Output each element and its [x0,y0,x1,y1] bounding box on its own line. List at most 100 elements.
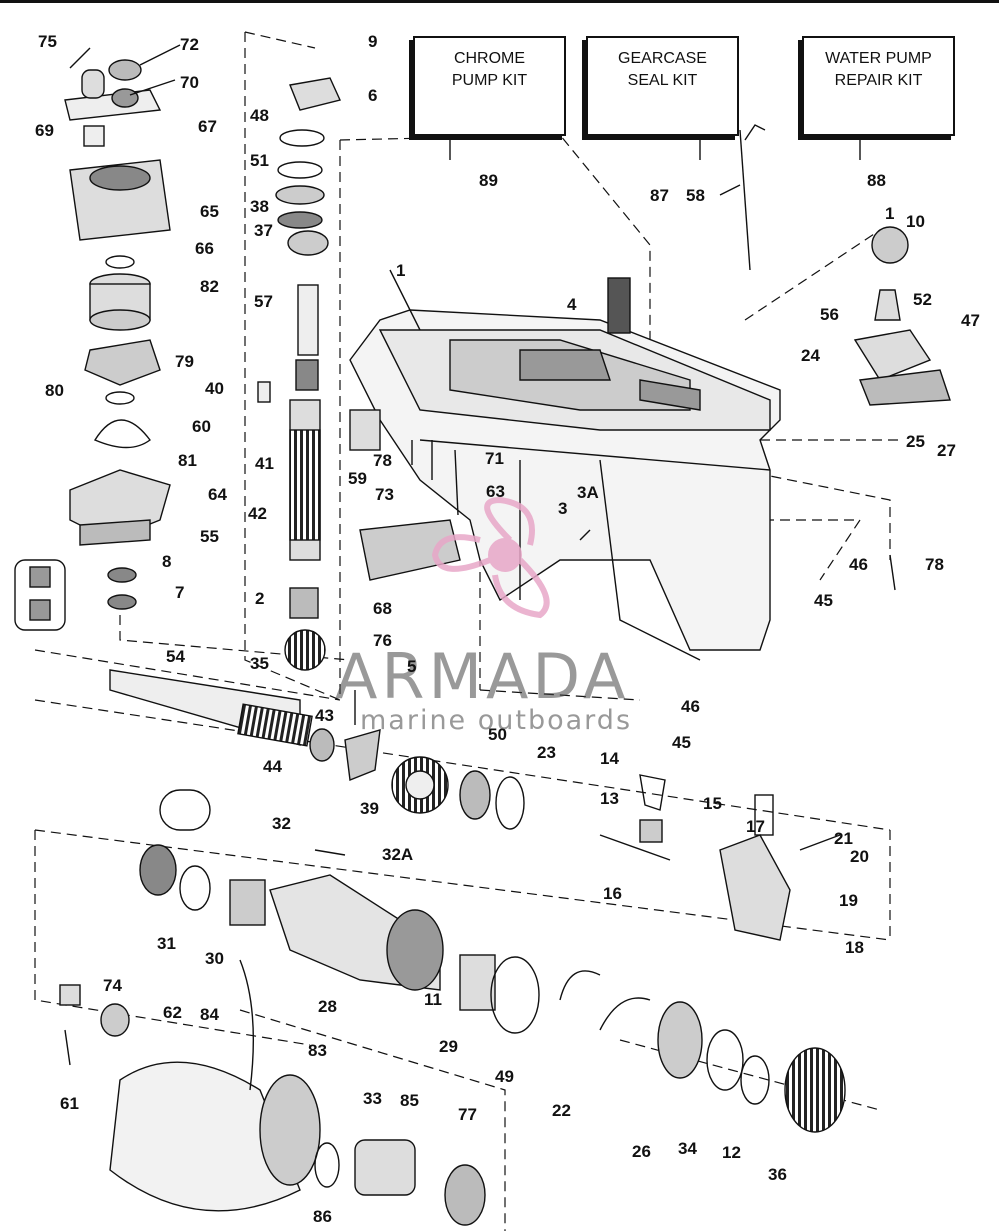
gearcase-seal-kit-box: GEARCASE SEAL KIT [586,36,739,136]
part-callout-31: 31 [157,934,176,953]
part-callout-60: 60 [192,417,211,436]
part-callout-68: 68 [373,599,392,618]
part-callout-13: 13 [600,789,619,808]
part-callout-56: 56 [820,305,839,324]
part-callout-3a: 3A [577,483,599,502]
part-callout-44: 44 [263,757,282,776]
part-callout-1: 1 [885,204,895,223]
part-callout-16: 16 [603,884,622,903]
part-callout-89: 89 [479,171,498,190]
part-callout-63: 63 [486,482,505,501]
part-callout-47: 47 [961,311,980,330]
part-callout-48: 48 [250,106,269,125]
part-callout-43: 43 [315,706,334,725]
part-callout-8: 8 [162,552,172,571]
part-callout-81: 81 [178,451,197,470]
part-callout-33: 33 [363,1089,382,1108]
part-callout-78: 78 [373,451,392,470]
part-callout-45: 45 [814,591,833,610]
part-callout-6: 6 [368,86,378,105]
part-callout-39: 39 [360,799,379,818]
part-callout-87: 87 [650,186,669,205]
water-pump-repair-kit-box: WATER PUMP REPAIR KIT [802,36,955,136]
part-callout-10: 10 [906,212,925,231]
part-callout-12: 12 [722,1143,741,1162]
part-callout-19: 19 [839,891,858,910]
part-callout-9: 9 [368,32,378,51]
part-callout-17: 17 [746,817,765,836]
part-callout-14: 14 [600,749,619,768]
part-callout-55: 55 [200,527,219,546]
watermark-tagline: marine outboards [360,705,633,736]
part-callout-15: 15 [703,794,722,813]
part-callout-30: 30 [205,949,224,968]
seal-kit-line2: SEAL KIT [627,72,698,89]
part-callout-49: 49 [495,1067,514,1086]
part-callout-75: 75 [38,32,57,51]
part-callout-78: 78 [925,555,944,574]
part-callout-73: 73 [375,485,394,504]
water-kit-line1: WATER PUMP [825,50,932,67]
part-callout-79: 79 [175,352,194,371]
part-callout-54: 54 [166,647,185,666]
part-callout-34: 34 [678,1139,697,1158]
part-callout-26: 26 [632,1142,651,1161]
part-callout-69: 69 [35,121,54,140]
water-kit-line2: REPAIR KIT [834,72,923,89]
part-callout-52: 52 [913,290,932,309]
chrome-pump-kit-box: CHROME PUMP KIT [413,36,566,136]
seal-kit-line1: GEARCASE [618,50,707,67]
part-callout-32: 32 [272,814,291,833]
part-callout-86: 86 [313,1207,332,1226]
part-callout-70: 70 [180,73,199,92]
part-callout-37: 37 [254,221,273,240]
chrome-kit-line1: CHROME [453,50,526,67]
part-callout-83: 83 [308,1041,327,1060]
part-callout-29: 29 [439,1037,458,1056]
part-callout-35: 35 [250,654,269,673]
part-callout-5: 5 [407,657,417,676]
part-callout-41: 41 [255,454,274,473]
part-callout-57: 57 [254,292,273,311]
part-callout-80: 80 [45,381,64,400]
part-callout-72: 72 [180,35,199,54]
part-callout-36: 36 [768,1165,787,1184]
part-callout-61: 61 [60,1094,79,1113]
part-callout-24: 24 [801,346,820,365]
part-callout-32a: 32A [382,845,414,864]
part-callout-4: 4 [567,295,577,314]
part-callout-28: 28 [318,997,337,1016]
watermark-logo-graphic [431,496,550,619]
part-callout-50: 50 [488,725,507,744]
part-callout-27: 27 [937,441,956,460]
part-callout-59: 59 [348,469,367,488]
part-callout-11: 11 [424,990,442,1009]
part-callout-82: 82 [200,277,219,296]
part-callout-42: 42 [248,504,267,523]
part-callout-3: 3 [558,499,568,518]
chrome-kit-line2: PUMP KIT [451,72,528,89]
watermark-brand: ARMADA [335,640,630,713]
part-callout-25: 25 [906,432,925,451]
part-callout-85: 85 [400,1091,419,1110]
part-callout-1: 1 [396,261,406,280]
part-callout-64: 64 [208,485,227,504]
part-callout-45: 45 [672,733,691,752]
part-callout-2: 2 [255,589,265,608]
part-callout-58: 58 [686,186,705,205]
part-callout-40: 40 [205,379,224,398]
part-callout-76: 76 [373,631,392,650]
part-callout-71: 71 [485,449,504,468]
part-callout-21: 21 [834,829,853,848]
part-callout-18: 18 [845,938,864,957]
part-callout-84: 84 [200,1005,219,1024]
part-callout-46: 46 [849,555,868,574]
part-callout-51: 51 [250,151,269,170]
part-callout-20: 20 [850,847,869,866]
part-callout-77: 77 [458,1105,477,1124]
part-callout-38: 38 [250,197,269,216]
part-callout-62: 62 [163,1003,182,1022]
part-callout-22: 22 [552,1101,571,1120]
